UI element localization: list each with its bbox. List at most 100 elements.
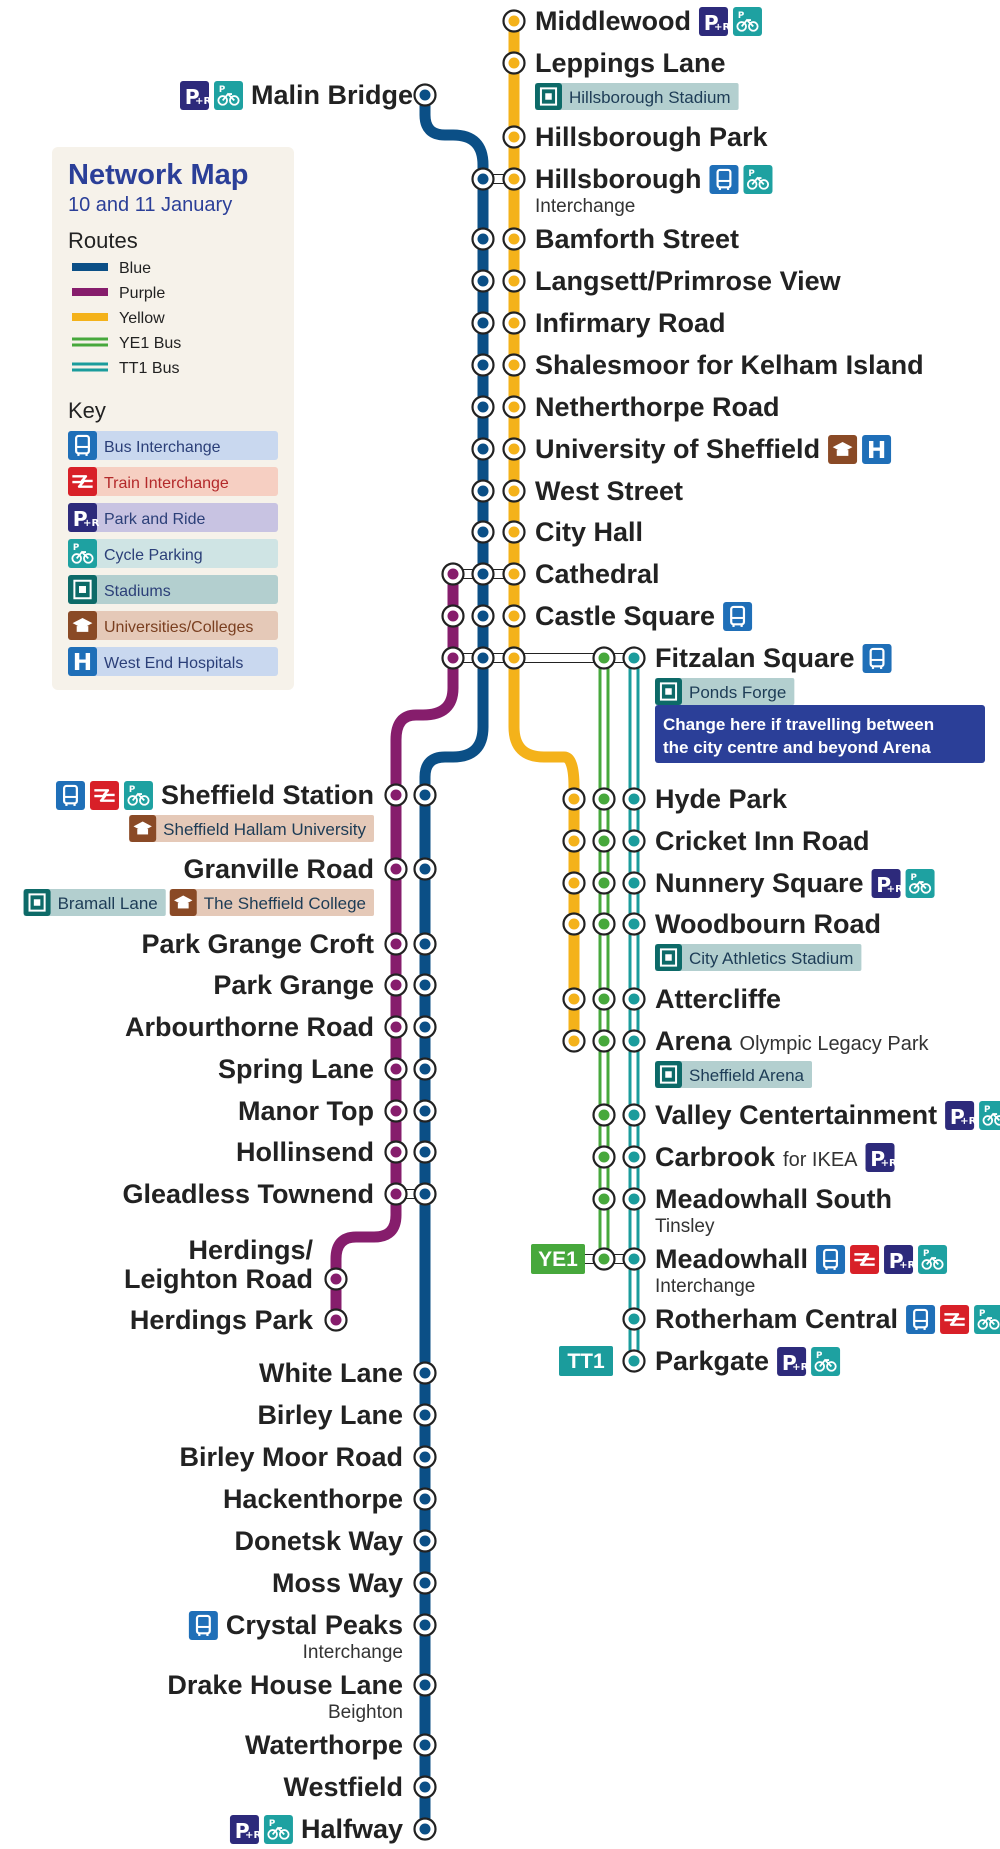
stop-marker [413,1057,437,1081]
key-title: Network Map [68,159,248,191]
notice-line1: Change here if travelling between [663,715,934,734]
stop-dot [628,918,640,930]
stop-marker [413,1487,437,1511]
cycle-wheel [127,795,138,806]
bus-icon [723,602,753,631]
stop-dot [598,877,610,889]
badge-label: Sheffield Arena [689,1066,805,1085]
station-cathedral: Cathedral [535,559,660,589]
stop-marker [622,987,646,1011]
cap-top [72,617,93,629]
route-legend-label: TT1 Bus [119,360,179,377]
cycle-icon: P [743,165,773,194]
stop-marker [471,167,495,191]
route-legend-item: Purple [72,285,165,302]
stop-dot [419,1577,431,1589]
cycle-wheel [83,553,94,564]
stop-marker [622,1187,646,1211]
stop-dot [568,877,580,889]
cycle-frame [740,18,754,28]
stop-marker [413,1015,437,1039]
station-badge: Ponds Forge [655,678,795,705]
cycle-p: P [129,785,136,795]
key-item-bg [68,575,278,604]
park-ride-icon: P+R [68,503,100,532]
cycle-wheel [920,883,932,894]
station-name: Parkgate [655,1346,769,1376]
stop-marker [592,1187,616,1211]
park-ride-r: +R [887,884,903,895]
route-legend-item: Yellow [72,310,165,327]
route-legend-label: Purple [119,285,165,302]
bus-body [63,784,78,805]
cycle-frame [819,1358,833,1368]
stop-marker [413,932,437,956]
park-ride-icon-bg [777,1347,807,1376]
station-name: Westfield [283,1772,403,1802]
station-name: Drake House Lane [167,1670,403,1700]
cycle-wheel [921,1259,932,1270]
stop-marker [471,353,495,377]
station-name: Hillsborough [535,164,701,194]
badge-label: The Sheffield College [204,894,366,913]
stop-dot [390,1105,402,1117]
stop-marker [413,1613,437,1637]
station-white-lane: White Lane [259,1358,403,1388]
cycle-icon: P [68,539,97,568]
stadium-pitch [665,1071,672,1078]
bus-icon [68,431,97,460]
stop-dot [598,1109,610,1121]
stadium-icon [68,575,97,604]
key-item-bg [68,431,278,460]
university-icon [129,815,157,842]
station-park-grange-croft: Park Grange Croft [141,929,374,959]
route-legend-label: Blue [119,260,151,277]
stop-dot [419,1146,431,1158]
stop-dot [628,1151,640,1163]
key-item-label: Cycle Parking [104,547,203,564]
stop-marker [622,871,646,895]
stop-marker [592,787,616,811]
park-ride-p: P [185,85,200,109]
cycle-p: P [910,873,917,883]
key-item-stadium: Stadiums [68,575,278,604]
stop-marker [562,912,586,936]
stop-marker [562,987,586,1011]
stop-dot [477,610,489,622]
station-hackenthorpe: Hackenthorpe [223,1484,403,1514]
station-park-grange: Park Grange [213,970,374,1000]
stop-marker [502,51,526,75]
hospital-h: H [867,437,886,464]
cap-base [76,626,89,632]
key-item-bg [68,647,278,676]
station-name: City Hall [535,517,643,547]
station-bamforth-street: Bamforth Street [535,224,739,254]
cycle-p: P [219,85,226,95]
stop-dot [598,918,610,930]
stop-dot [508,15,520,27]
cycle-p: P [816,1351,823,1361]
hospital-icon-bg [68,647,97,676]
park-ride-r: +R [195,96,211,107]
stop-marker [502,311,526,335]
stop-marker [441,562,465,586]
park-ride-icon: P+R [945,1101,977,1130]
stop-dot [419,1739,431,1751]
station-inline-sub: Olympic Legacy Park [740,1033,930,1055]
station-name: Leighton Road [124,1264,313,1294]
park-ride-r: +R [792,1362,808,1373]
badge-label: City Athletics Stadium [689,949,853,968]
stop-marker [384,1099,408,1123]
stop-marker [502,269,526,293]
park-ride-icon: P+R [777,1347,809,1376]
key-item-bg [68,503,278,532]
stop-marker [384,932,408,956]
change-notice: Change here if travelling between the ci… [655,705,985,763]
park-ride-r: +R [899,1260,915,1271]
stop-marker [384,783,408,807]
stadium-outline [28,893,46,912]
